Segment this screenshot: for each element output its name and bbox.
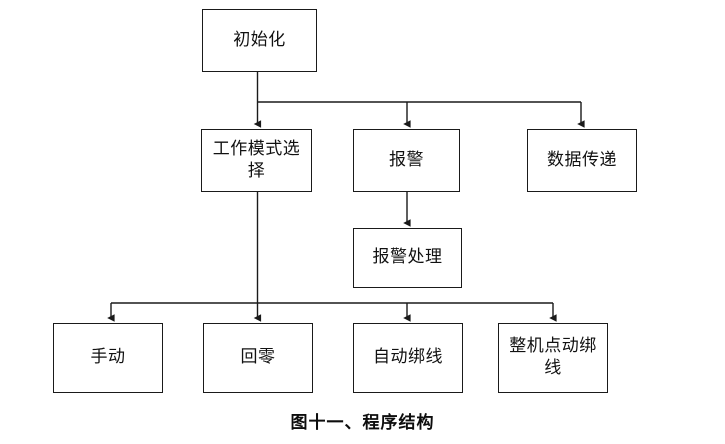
flow-node-initialization[interactable]: 初始化 — [202, 9, 317, 72]
flow-node-initialization-label: 初始化 — [233, 29, 286, 50]
flow-node-machine-jog-wire-binding-label: 整机点动绑 线 — [509, 336, 597, 378]
flow-node-machine-jog-wire-binding[interactable]: 整机点动绑 线 — [498, 323, 608, 393]
flow-node-alarm-label: 报警 — [389, 149, 424, 170]
flow-node-alarm-processing-label: 报警处理 — [372, 247, 443, 268]
flow-node-alarm[interactable]: 报警 — [353, 129, 460, 192]
flow-node-manual-label: 手动 — [90, 347, 126, 368]
flow-node-return-to-zero-label: 回零 — [240, 347, 276, 368]
flow-node-work-mode-selection[interactable]: 工作模式选 择 — [201, 129, 312, 192]
flow-node-manual[interactable]: 手动 — [53, 323, 163, 393]
flow-node-return-to-zero[interactable]: 回零 — [203, 323, 313, 393]
figure-caption: 图十一、程序结构 — [290, 413, 435, 433]
flow-node-auto-wire-binding[interactable]: 自动绑线 — [353, 323, 463, 393]
flow-node-auto-wire-binding-label: 自动绑线 — [373, 347, 443, 368]
flow-node-work-mode-selection-label: 工作模式选 择 — [212, 138, 301, 181]
flow-node-data-transfer[interactable]: 数据传递 — [527, 129, 637, 192]
flow-node-alarm-processing[interactable]: 报警处理 — [353, 228, 462, 288]
edge-init-to-row2 — [253, 72, 585, 128]
flow-node-data-transfer-label: 数据传递 — [547, 149, 617, 170]
edge-mode-to-row4 — [107, 192, 557, 322]
